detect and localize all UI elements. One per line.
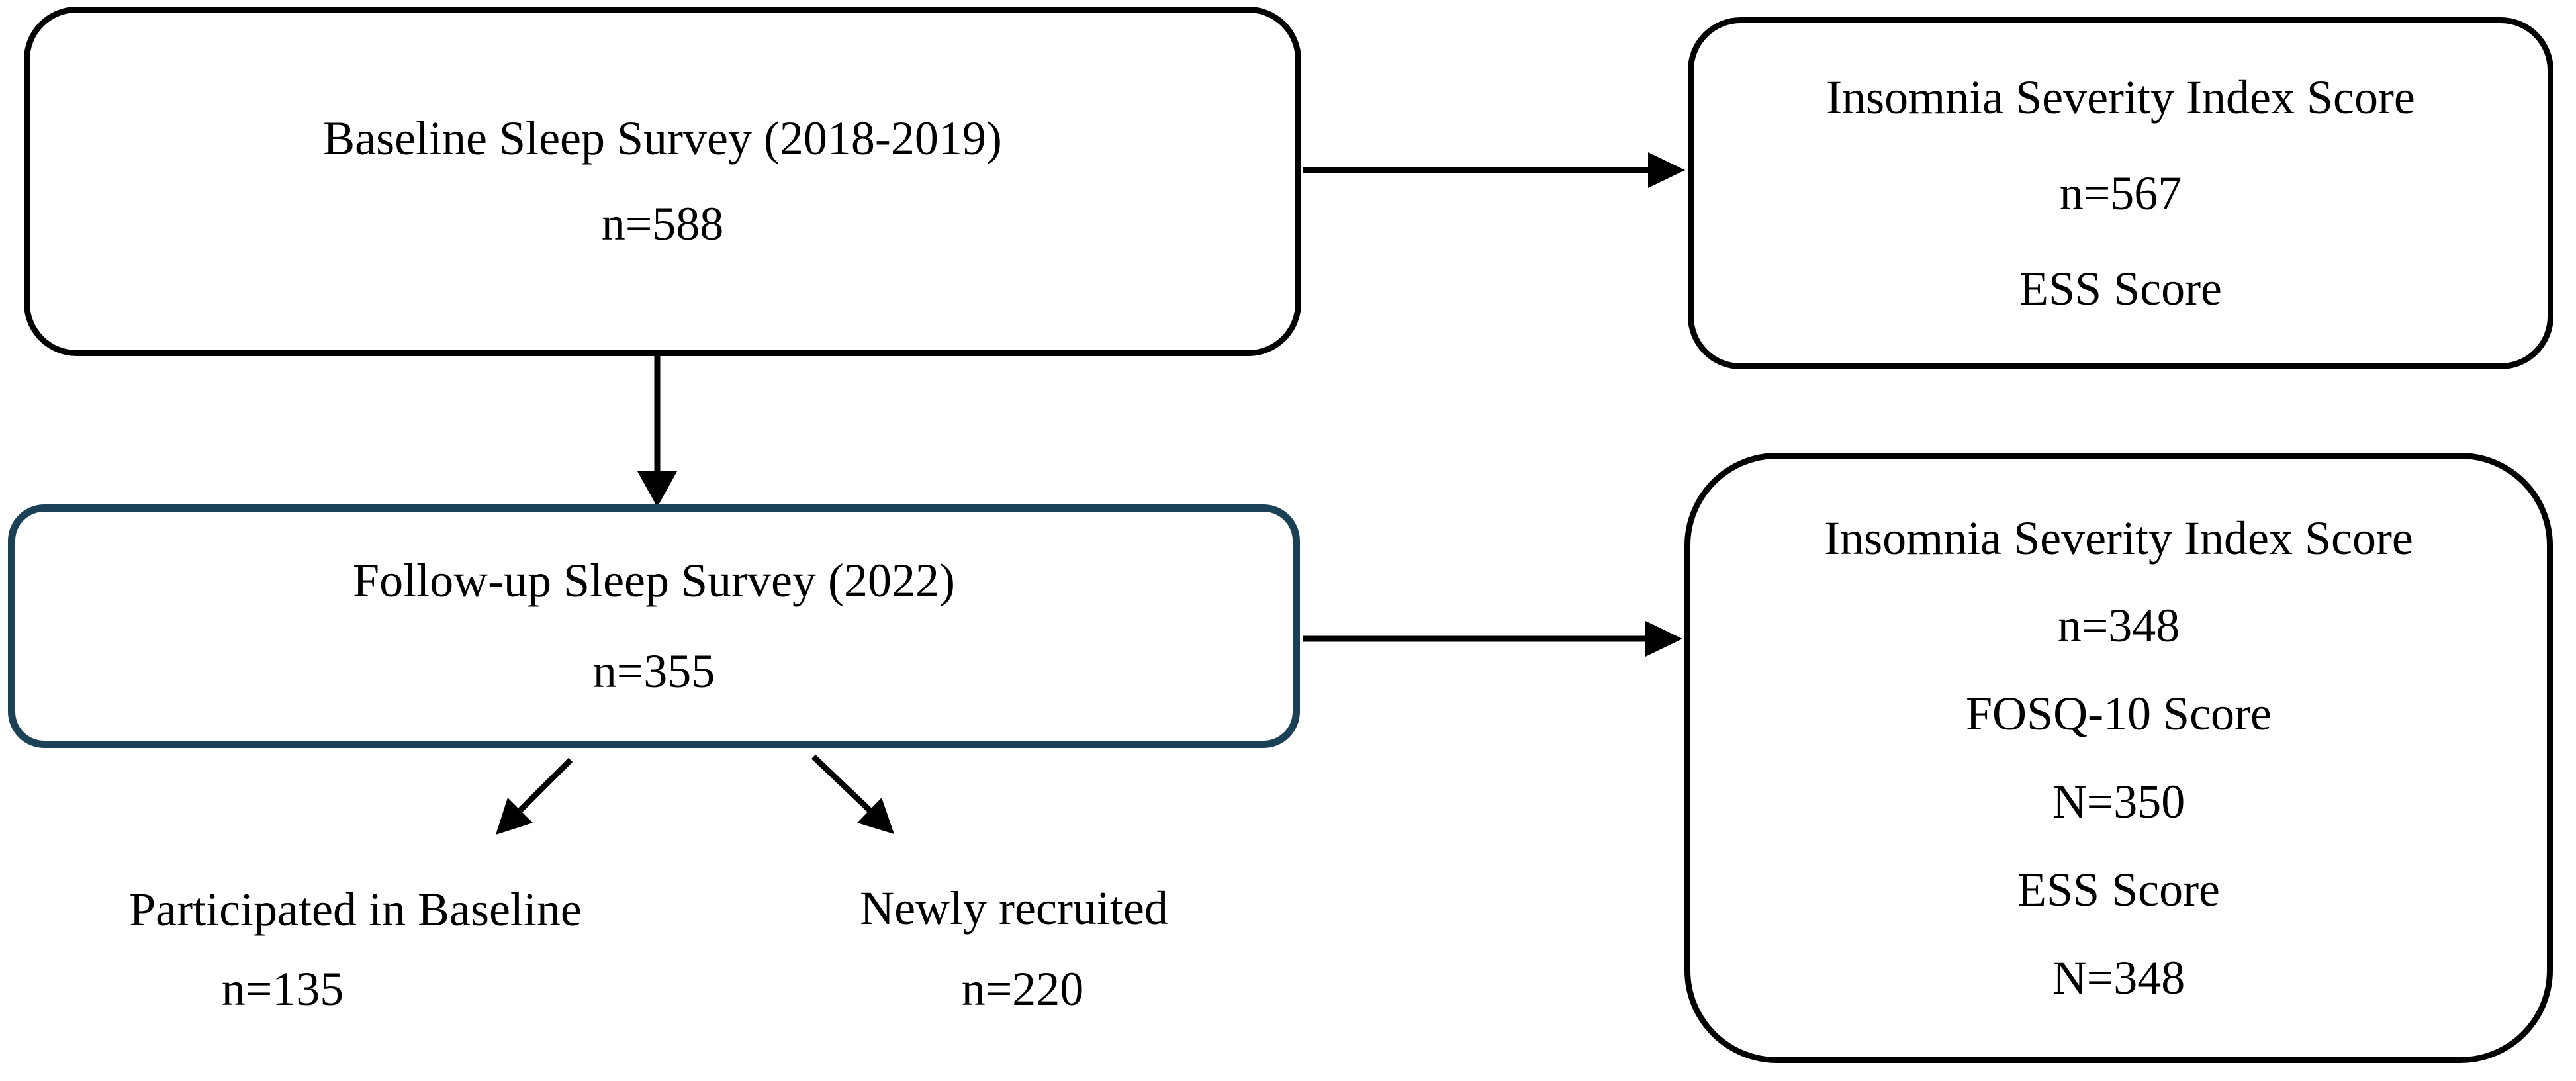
box-count: n=567	[2059, 166, 2182, 220]
arrow-followup-to-isi-followup	[1303, 621, 1682, 657]
box-isi-baseline-scores: Insomnia Severity Index Score n=567 ESS …	[1688, 17, 2553, 369]
box-score-label: ESS Score	[2017, 863, 2220, 916]
box-title: Follow-up Sleep Survey (2022)	[353, 554, 955, 608]
box-count: N=350	[2052, 775, 2185, 828]
box-count: n=355	[592, 645, 715, 698]
box-count: n=348	[2057, 599, 2180, 653]
box-count: N=348	[2052, 951, 2185, 1004]
box-isi-followup-scores: Insomnia Severity Index Score n=348 FOSQ…	[1684, 453, 2553, 1063]
label-newly-recruited-count: n=220	[961, 963, 1084, 1015]
box-title: Baseline Sleep Survey (2018-2019)	[323, 112, 1002, 165]
box-title: Insomnia Severity Index Score	[1824, 511, 2413, 565]
label-participated-count: n=135	[221, 963, 344, 1015]
arrow-followup-to-participated	[496, 757, 573, 835]
box-baseline-survey: Baseline Sleep Survey (2018-2019) n=588	[24, 7, 1301, 356]
box-title: Insomnia Severity Index Score	[1826, 70, 2415, 124]
box-score-label: FOSQ-10 Score	[1966, 687, 2272, 741]
arrow-followup-to-newly-recruited	[811, 754, 894, 834]
label-participated-in-baseline: Participated in Baseline	[129, 883, 582, 936]
box-followup-survey: Follow-up Sleep Survey (2022) n=355	[8, 504, 1300, 748]
label-newly-recruited: Newly recruited	[860, 882, 1168, 935]
box-score-label: ESS Score	[2019, 262, 2222, 316]
arrow-baseline-to-followup	[637, 356, 677, 507]
arrow-baseline-to-isi-baseline	[1303, 152, 1685, 188]
box-count: n=588	[601, 197, 724, 250]
